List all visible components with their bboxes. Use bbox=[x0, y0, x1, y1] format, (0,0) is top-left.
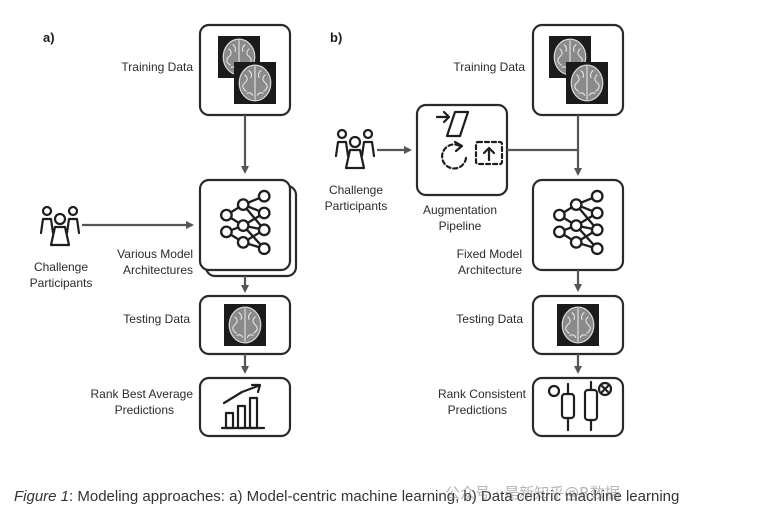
participants-label-a-line2: Participants bbox=[30, 276, 93, 290]
figure-caption: Figure 1: Modeling approaches: a) Model-… bbox=[14, 488, 679, 505]
testing-data-label-b: Testing Data bbox=[456, 312, 523, 326]
training-data-label-a: Training Data bbox=[121, 60, 193, 74]
brain-scan-testing-b bbox=[556, 303, 600, 347]
participants-people-icon bbox=[39, 205, 81, 247]
participants-people-icon-b bbox=[334, 128, 376, 170]
figure-caption-text: : Modeling approaches: a) Model-centric … bbox=[69, 488, 680, 505]
model-label-b-line1: Fixed Model bbox=[457, 247, 522, 261]
model-label-a-line2: Architectures bbox=[123, 263, 193, 277]
figure-label: Figure 1 bbox=[14, 488, 70, 505]
testing-data-label-a: Testing Data bbox=[123, 312, 190, 326]
augmentation-box bbox=[415, 103, 509, 197]
augmentation-label-line2: Pipeline bbox=[439, 219, 482, 233]
diagram-canvas: a) Training Data Various Model Architect… bbox=[30, 23, 625, 438]
model-label-a-line1: Various Model bbox=[117, 247, 193, 261]
rank-label-b-line2: Predictions bbox=[448, 403, 507, 417]
rank-label-a-line2: Predictions bbox=[115, 403, 174, 417]
rank-label-a-line1: Rank Best Average bbox=[90, 387, 193, 401]
participants-label-b-line1: Challenge bbox=[329, 183, 383, 197]
watermark: 公众号 · 是新知乎@R数据 bbox=[445, 484, 620, 502]
augmentation-transform-icon bbox=[435, 110, 504, 170]
participants-label-b-line2: Participants bbox=[325, 199, 388, 213]
model-label-b-line2: Architecture bbox=[458, 263, 522, 277]
participants-label-a-line1: Challenge bbox=[34, 260, 88, 274]
brain-scan-testing-a bbox=[223, 303, 267, 347]
rank-label-b-line1: Rank Consistent bbox=[438, 387, 527, 401]
panel-b-tag: b) bbox=[330, 30, 342, 45]
training-data-label-b: Training Data bbox=[453, 60, 525, 74]
consistency-candlestick-icon bbox=[547, 380, 613, 432]
augmentation-label-line1: Augmentation bbox=[423, 203, 497, 217]
bar-chart-trend-icon bbox=[220, 383, 266, 430]
panel-a-tag: a) bbox=[43, 30, 55, 45]
